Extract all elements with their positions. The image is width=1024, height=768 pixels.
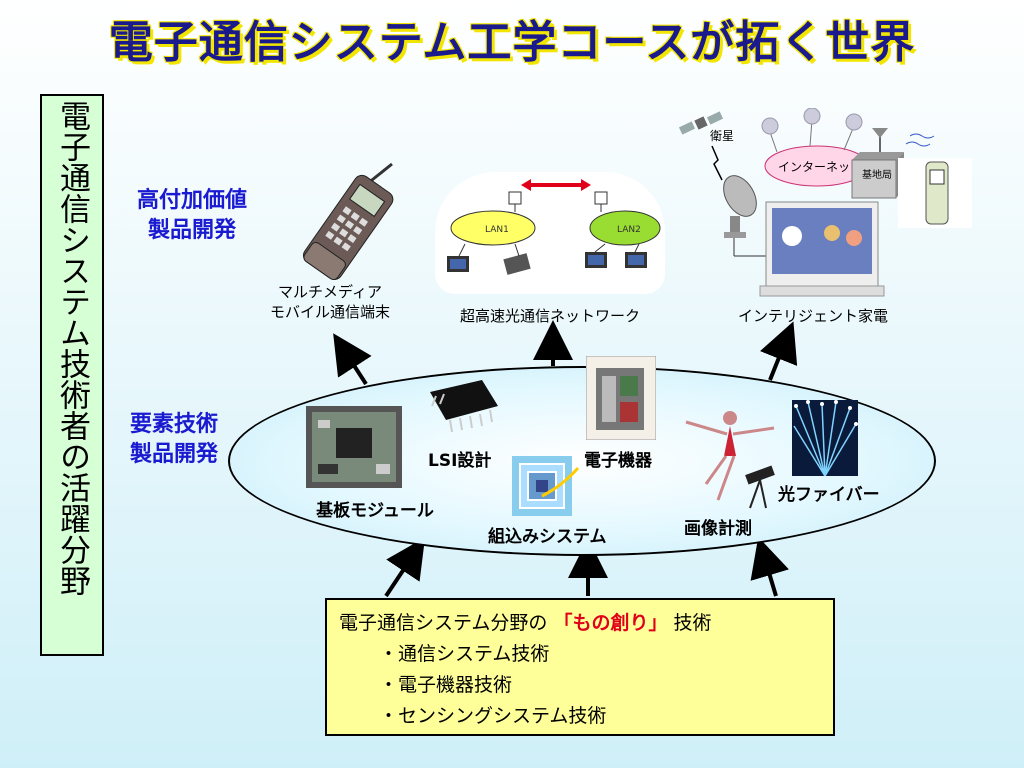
satellite-icon: [678, 111, 724, 135]
side-label-box: 電子通信システム技術者の活躍分野: [40, 94, 104, 656]
arrow-to-mobile: [333, 333, 372, 386]
high-value-label: 高付加価値 製品開発: [112, 186, 272, 246]
arrow-from-bottom-right: [750, 536, 789, 597]
television-icon: [759, 201, 885, 297]
imaging-caption: 画像計測: [684, 519, 752, 539]
mobile-caption: マルチメディア モバイル通信端末: [250, 282, 410, 322]
base-station-label: 基地局: [862, 168, 892, 181]
network-diagram-art: LAN1 LAN2: [447, 179, 661, 275]
satellite-label: 衛星: [710, 129, 734, 143]
arrow-from-bottom-left: [384, 537, 426, 598]
optical-fiber-icon: [792, 400, 858, 476]
mobile-caption-line-1: マルチメディア: [278, 283, 382, 301]
high-value-line-2: 製品開発: [147, 218, 236, 243]
mobile-caption-line-2: モバイル通信端末: [269, 303, 390, 321]
heading-before: 電子通信システム分野の: [339, 612, 548, 634]
tech-item-sensing: ・センシングシステム技術: [379, 705, 607, 727]
fiber-caption: 光ファイバー: [778, 485, 880, 505]
heading-after: 技術: [673, 612, 712, 634]
network-caption: 超高速光通信ネットワーク: [459, 307, 640, 325]
internet-cloud-icon: [761, 108, 870, 187]
elemental-line-1: 要素技術: [129, 412, 218, 437]
board-caption: 基板モジュール: [316, 501, 434, 521]
core-technology-box: 電子通信システム分野の 「もの創り」 技術 ・通信システム技術 ・電子機器技術 …: [325, 598, 835, 736]
page-title: 電子通信システム工学コースが拓く世界: [108, 17, 916, 68]
core-technology-heading: 電子通信システム分野の 「もの創り」 技術: [339, 608, 821, 639]
skater-camera-icon: [685, 411, 775, 509]
side-label: 電子通信システム技術者の活躍分野: [54, 100, 90, 596]
lan2-label: LAN2: [617, 225, 641, 235]
internet-label: インターネット: [778, 160, 862, 174]
lsi-chip-icon: [430, 380, 498, 433]
tech-item-communication: ・通信システム技術: [379, 643, 550, 665]
tech-item-electronics: ・電子機器技術: [379, 674, 513, 696]
devices-caption: 電子機器: [584, 451, 652, 471]
heading-highlight: 「もの創り」: [553, 612, 668, 634]
lan1-label: LAN1: [485, 225, 509, 235]
electronic-device-icon: [586, 356, 656, 440]
circuit-board-icon: [306, 406, 402, 488]
embedded-caption: 組込みシステム: [488, 527, 607, 547]
lsi-caption: LSI設計: [428, 451, 492, 471]
elemental-label: 要素技術 製品開発: [104, 410, 244, 470]
appliance-caption: インテリジェント家電: [737, 307, 888, 325]
satellite-dish-icon: [723, 175, 757, 238]
elemental-line-2: 製品開発: [129, 442, 218, 467]
arrow-to-appliance: [760, 321, 798, 381]
embedded-system-icon: [512, 456, 580, 516]
appliance-diagram-art: 衛星 インターネット 基地局: [678, 108, 972, 297]
mobile-phone-icon: [302, 162, 394, 281]
handset-icon: [925, 161, 949, 225]
high-value-line-1: 高付加価値: [136, 188, 247, 213]
